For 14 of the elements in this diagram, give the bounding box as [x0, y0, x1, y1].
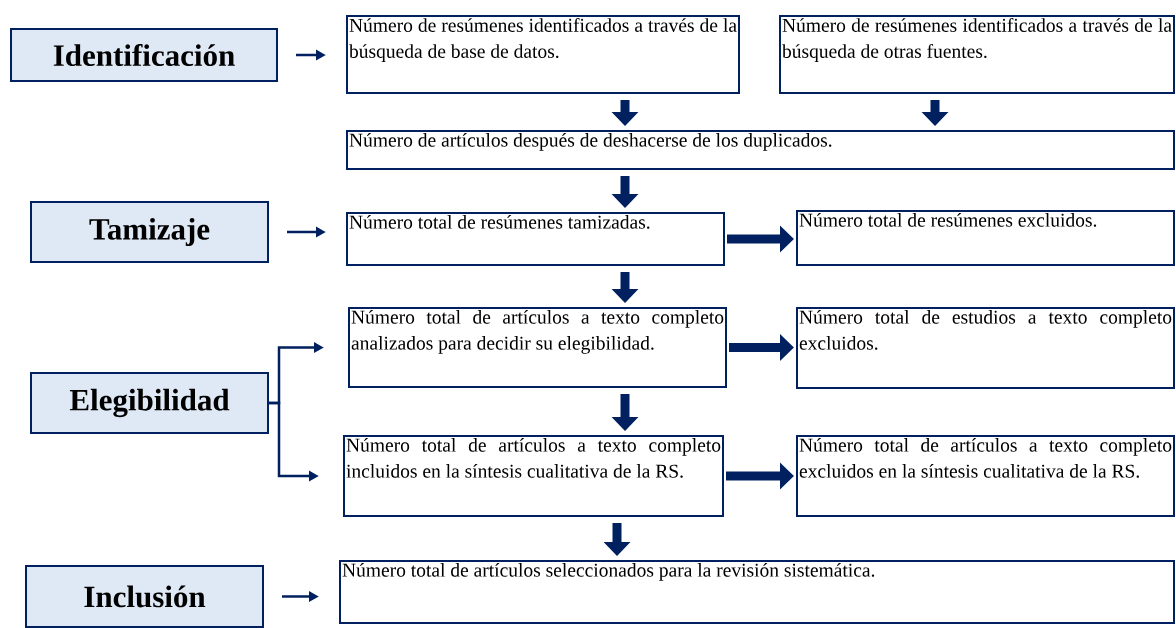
process-box: Número total de artículos seleccionados para la revisión sistemática.	[339, 560, 1175, 624]
process-box: Número de resúmenes identificados a través de la búsqueda de base de datos.	[346, 15, 740, 94]
process-box: Número total de resúmenes excluidos.	[796, 210, 1175, 266]
stage-label-box: Elegibilidad	[30, 372, 269, 434]
process-box: Número de resúmenes identificados a través de la búsqueda de otras fuentes.	[779, 15, 1175, 94]
stage-label-box: Inclusión	[25, 565, 264, 628]
process-box: Número total de artículos a texto completo excluidos en la síntesis cualitativa de la RS.	[796, 435, 1175, 517]
process-box: Número total de resúmenes tamizadas.	[346, 212, 725, 266]
process-box: Número de artículos después de deshacerse de los duplicados.	[346, 130, 1175, 170]
stage-label-box: Identificación	[10, 28, 278, 82]
process-box: Número total de artículos a texto completo analizados para decidir su elegibilidad.	[348, 307, 727, 388]
process-box: Número total de estudios a texto completo excluidos.	[796, 307, 1175, 389]
stage-label-box: Tamizaje	[30, 201, 269, 263]
process-box: Número total de artículos a texto completo incluidos en la síntesis cualitativa de la RS.	[343, 435, 724, 517]
